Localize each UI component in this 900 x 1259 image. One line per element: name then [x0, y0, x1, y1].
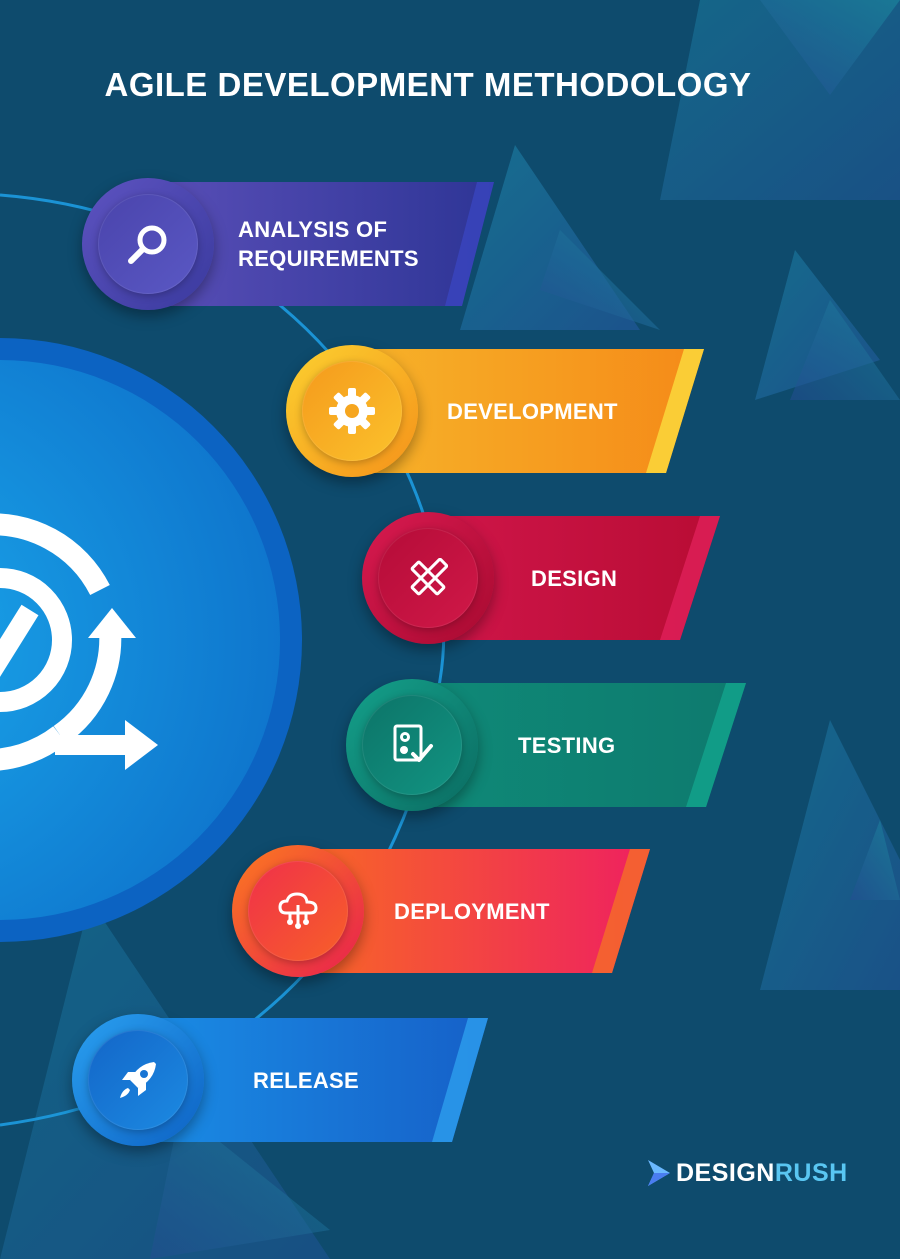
designrush-logo-icon: [648, 1160, 670, 1186]
step-release-label: RELEASE: [253, 1067, 360, 1093]
search-icon: [98, 194, 198, 294]
step-release-badge: [72, 1014, 204, 1146]
step-release: RELEASE: [72, 1014, 492, 1146]
step-design-label: DESIGN: [531, 565, 618, 591]
rocket-icon: [88, 1030, 188, 1130]
step-design: DESIGN: [362, 512, 722, 644]
step-deployment: DEPLOYMENT: [232, 845, 652, 977]
step-analysis-label: ANALYSIS OF REQUIREMENTS: [238, 217, 419, 271]
page-title: AGILE DEVELOPMENT METHODOLOGY: [104, 66, 752, 103]
step-deployment-badge: [232, 845, 364, 977]
step-analysis-banner: [142, 182, 494, 306]
checklist-icon: [362, 695, 462, 795]
brand-part-design: DESIGN: [676, 1158, 775, 1187]
step-development-label: DEVELOPMENT: [447, 398, 618, 424]
step-testing-badge: [346, 679, 478, 811]
step-release-banner: [132, 1018, 488, 1142]
brand-part-rush: RUSH: [774, 1158, 848, 1187]
step-development: DEVELOPMENT: [286, 345, 706, 477]
step-deployment-banner: [292, 849, 650, 973]
step-design-banner: [422, 516, 720, 640]
step-testing-label: TESTING: [518, 732, 616, 758]
pencil-ruler-icon: [378, 528, 478, 628]
step-deployment-label: DEPLOYMENT: [394, 898, 550, 924]
step-analysis: ANALYSIS OF REQUIREMENTS: [82, 178, 502, 310]
step-testing: TESTING: [346, 679, 748, 811]
cloud-network-icon: [248, 861, 348, 961]
step-development-badge: [286, 345, 418, 477]
step-testing-banner: [406, 683, 746, 807]
step-development-banner: [346, 349, 704, 473]
gear-icon: [302, 361, 402, 461]
step-design-badge: [362, 512, 494, 644]
step-analysis-badge: [82, 178, 214, 310]
